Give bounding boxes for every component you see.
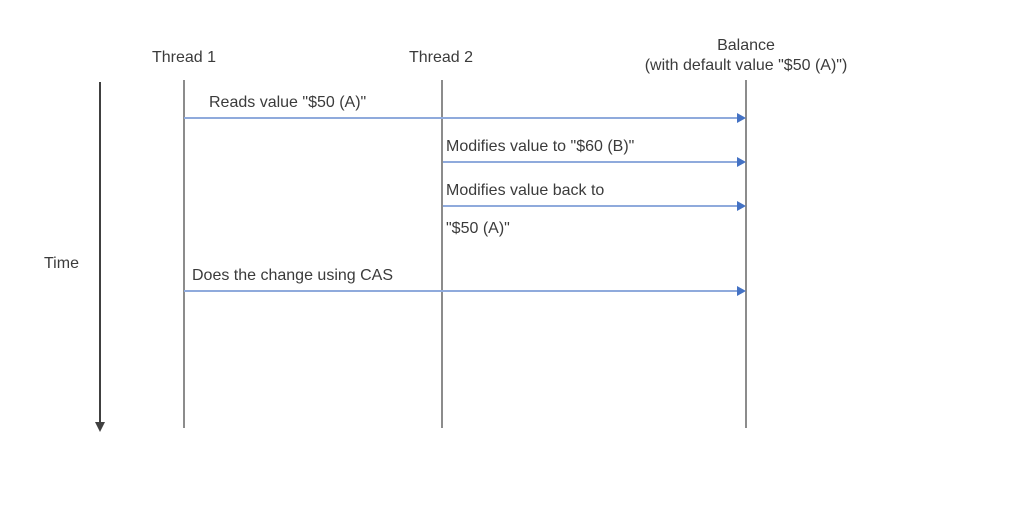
lifeline-header-thread2: Thread 2 [341,48,541,68]
lifeline-header-thread2-label: Thread 2 [408,49,474,66]
message-arrowhead-3 [737,201,746,211]
lifeline-header-thread1-label: Thread 1 [151,49,217,66]
lifeline-thread1 [183,80,185,428]
message-arrowhead-2 [737,157,746,167]
time-axis-label: Time [44,255,79,272]
message-label-4: Does the change using CAS [192,267,394,284]
message-line-3 [443,205,742,207]
lifeline-balance [745,80,747,428]
message-line-2 [443,161,742,163]
lifeline-header-balance: Balance (with default value "$50 (A)") [596,36,896,76]
time-axis-line [99,82,101,422]
message-label-2: Modifies value to "$60 (B)" [446,138,635,155]
message-line-1 [184,117,742,119]
message-label-1: Reads value "$50 (A)" [209,94,367,111]
message-arrowhead-1 [737,113,746,123]
message-label-3-line2: "$50 (A)" [446,220,510,237]
lifeline-header-balance-sublabel: (with default value "$50 (A)") [644,57,848,74]
lifeline-header-thread1: Thread 1 [84,48,284,68]
lifeline-thread2 [441,80,443,428]
lifeline-header-balance-label: Balance [717,37,775,54]
message-label-3: Modifies value back to [446,182,605,199]
message-arrowhead-4 [737,286,746,296]
message-line-4 [184,290,742,292]
time-axis-arrowhead [95,422,105,432]
